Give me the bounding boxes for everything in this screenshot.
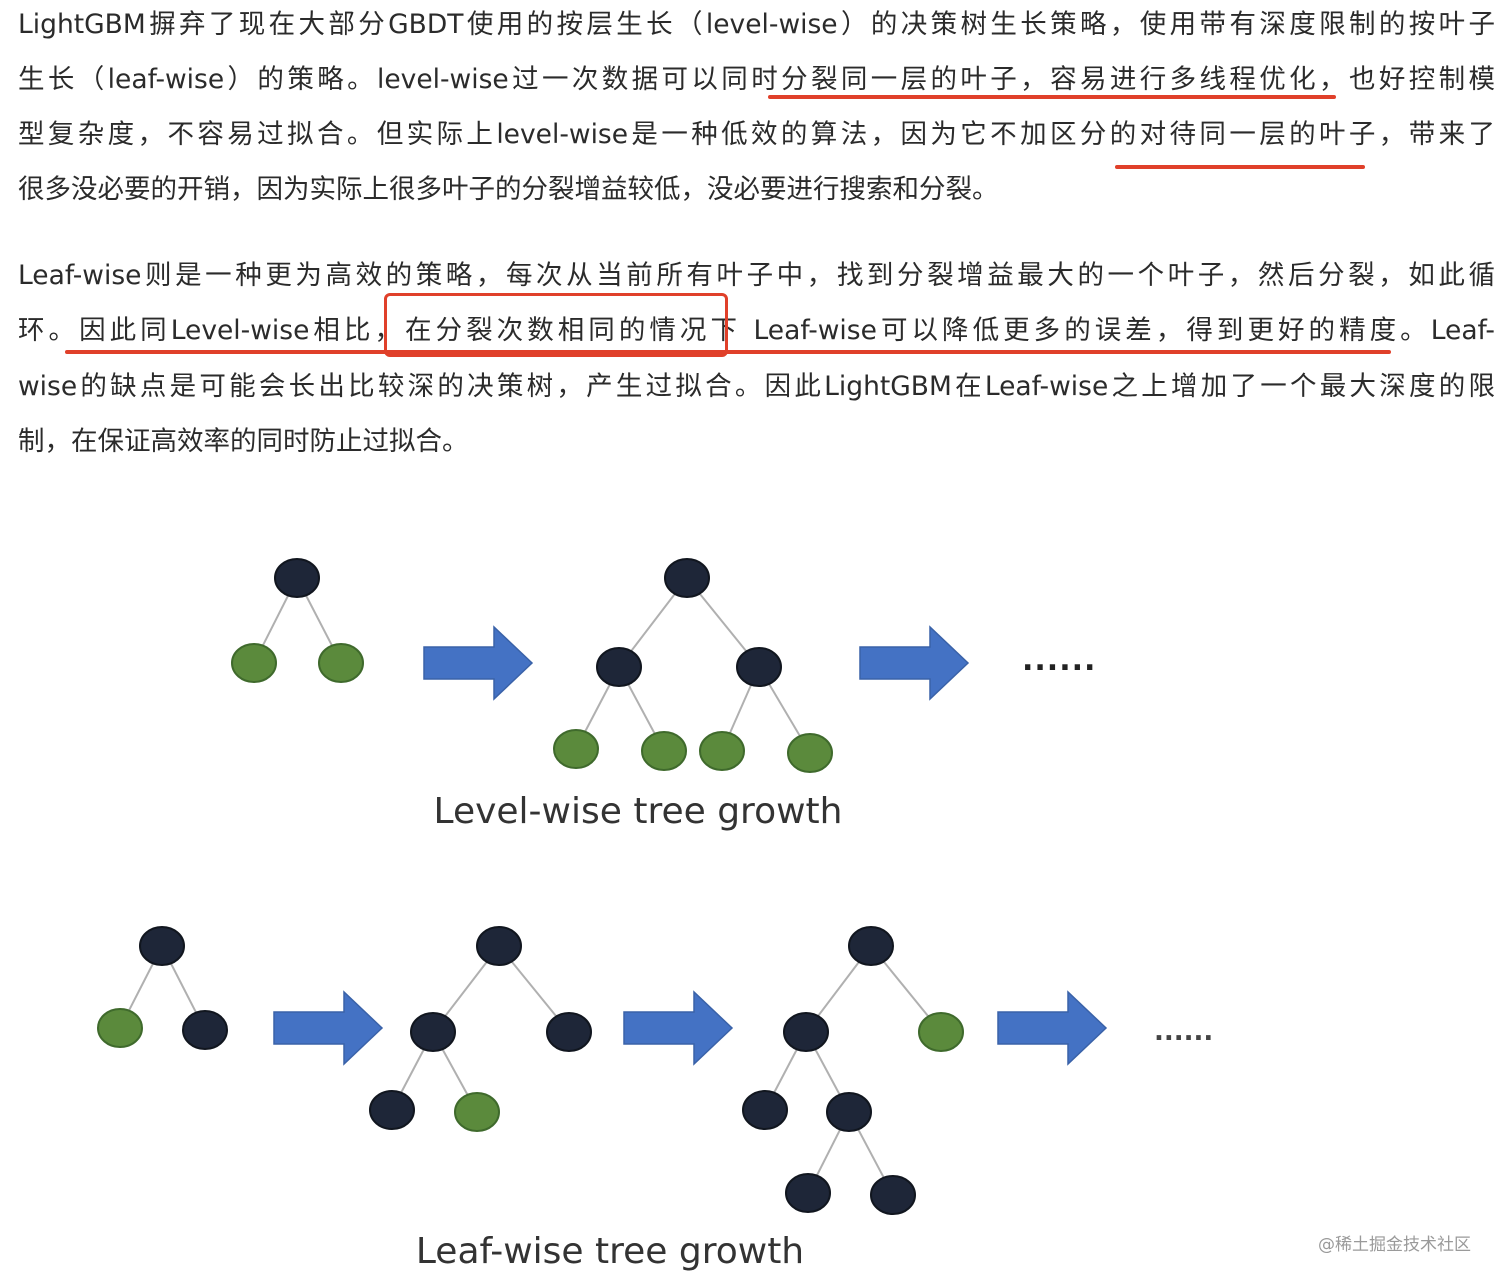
ellipsis: ...... bbox=[1022, 643, 1096, 678]
dark-node bbox=[410, 1012, 456, 1052]
green-node bbox=[787, 733, 833, 773]
dark-node bbox=[546, 1012, 592, 1052]
arrow-right-icon bbox=[423, 626, 533, 700]
dark-node bbox=[274, 558, 320, 598]
arrow-right-icon bbox=[997, 991, 1107, 1065]
green-node bbox=[641, 731, 687, 771]
dark-node bbox=[139, 926, 185, 966]
dark-node bbox=[476, 926, 522, 966]
level-wise-caption: Level-wise tree growth bbox=[434, 791, 843, 832]
green-node bbox=[318, 643, 364, 683]
ellipsis: ...... bbox=[1154, 1017, 1213, 1047]
text-line: 型复杂度，不容易过拟合。但实际上level-wise是一种低效的算法，因为它不加… bbox=[18, 119, 1495, 150]
arrow-right-icon bbox=[859, 626, 969, 700]
text-line: 很多没必要的开销，因为实际上很多叶子的分裂增益较低，没必要进行搜索和分裂。 bbox=[18, 174, 999, 205]
dark-node bbox=[783, 1012, 829, 1052]
text-line: 生长（leaf-wise）的策略。level-wise过一次数据可以同时分裂同一… bbox=[18, 64, 1495, 95]
dark-node bbox=[182, 1010, 228, 1050]
green-node bbox=[231, 643, 277, 683]
green-node bbox=[97, 1008, 143, 1048]
green-node bbox=[553, 729, 599, 769]
dark-node bbox=[848, 926, 894, 966]
green-node bbox=[918, 1012, 964, 1052]
text-line: LightGBM摒弃了现在大部分GBDT使用的按层生长（level-wise）的… bbox=[18, 9, 1495, 40]
dark-node bbox=[596, 647, 642, 687]
red-underline bbox=[1115, 165, 1365, 169]
watermark: @稀土掘金技术社区 bbox=[1318, 1235, 1471, 1255]
text-line: Leaf-wise则是一种更为高效的策略，每次从当前所有叶子中，找到分裂增益最大… bbox=[18, 260, 1495, 291]
dark-node bbox=[870, 1175, 916, 1215]
tree-nodes bbox=[97, 558, 964, 1215]
red-underline bbox=[768, 95, 1336, 99]
red-underline bbox=[65, 350, 1391, 354]
green-node bbox=[454, 1092, 500, 1132]
text-line: wise的缺点是可能会长出比较深的决策树，产生过拟合。因此LightGBM在Le… bbox=[18, 371, 1495, 402]
leaf-wise-caption: Leaf-wise tree growth bbox=[416, 1231, 804, 1272]
arrow-right-icon bbox=[273, 991, 383, 1065]
green-node bbox=[699, 731, 745, 771]
dark-node bbox=[369, 1090, 415, 1130]
red-highlight-box bbox=[384, 293, 728, 357]
dark-node bbox=[826, 1092, 872, 1132]
dark-node bbox=[736, 647, 782, 687]
dark-node bbox=[742, 1090, 788, 1130]
dark-node bbox=[664, 558, 710, 598]
dark-node bbox=[785, 1173, 831, 1213]
text-line: 制，在保证高效率的同时防止过拟合。 bbox=[18, 426, 469, 457]
arrow-right-icon bbox=[623, 991, 733, 1065]
text-line: 环。因此同Level-wise相比，在分裂次数相同的情况下 Leaf-wise可… bbox=[18, 315, 1495, 346]
